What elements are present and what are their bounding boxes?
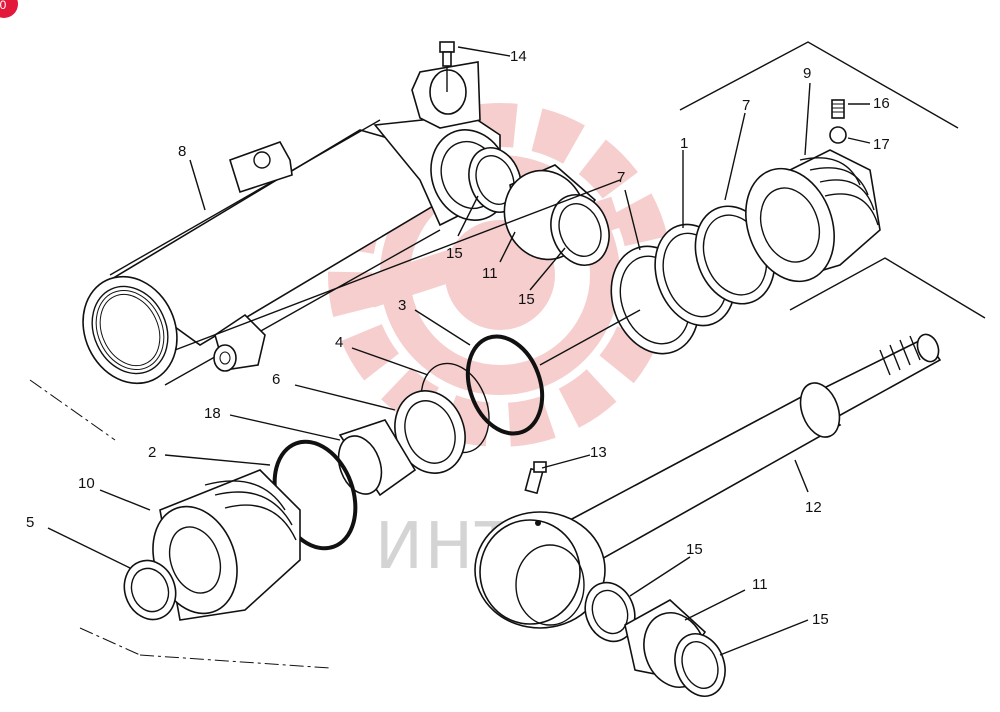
label-part-11-a: 11 xyxy=(482,265,498,282)
leader-lines xyxy=(47,46,871,656)
cylinder-barrel xyxy=(82,61,510,386)
label-part-2: 2 xyxy=(148,444,156,461)
label-part-15-d: 15 xyxy=(812,611,829,628)
piston-rod-12 xyxy=(474,333,942,629)
label-part-15-c: 15 xyxy=(686,541,703,558)
grease-fitting-14 xyxy=(439,41,455,92)
set-screw-16 xyxy=(831,99,845,119)
group-bracket-lower xyxy=(789,257,986,319)
piston-9 xyxy=(745,149,881,283)
grease-fitting-13 xyxy=(524,461,547,495)
label-part-8: 8 xyxy=(178,143,186,160)
ball-17 xyxy=(829,126,847,144)
centerline-upper-left xyxy=(29,379,116,441)
label-part-16: 16 xyxy=(873,95,890,112)
label-part-6: 6 xyxy=(272,371,280,388)
label-part-3: 3 xyxy=(398,297,406,314)
label-part-15-a: 15 xyxy=(446,245,463,262)
label-part-13: 13 xyxy=(590,444,607,461)
label-part-11-b: 11 xyxy=(752,576,768,593)
label-part-12: 12 xyxy=(805,499,822,516)
label-part-7-a: 7 xyxy=(742,97,750,114)
label-part-7-b: 7 xyxy=(617,169,625,186)
group-bracket-upper xyxy=(679,41,959,129)
label-part-4: 4 xyxy=(335,334,343,351)
label-part-10: 10 xyxy=(78,475,95,492)
label-part-17: 17 xyxy=(873,136,890,153)
bushing-set-lower xyxy=(584,581,726,697)
label-part-14: 14 xyxy=(510,48,527,65)
corner-badge-text: 0 xyxy=(0,0,7,12)
label-part-9: 9 xyxy=(803,65,811,82)
label-part-15-b: 15 xyxy=(518,291,535,308)
gland-10 xyxy=(123,469,301,621)
centerline-lower-left xyxy=(79,627,141,656)
label-part-1: 1 xyxy=(680,135,688,152)
corner-badge: 0 xyxy=(0,0,18,18)
label-part-5: 5 xyxy=(26,514,34,531)
bushing-set-upper xyxy=(468,147,610,266)
part-labels: 1 2 3 4 5 6 7 7 8 9 10 11 11 12 13 14 15… xyxy=(26,48,890,628)
label-part-18: 18 xyxy=(204,405,221,422)
